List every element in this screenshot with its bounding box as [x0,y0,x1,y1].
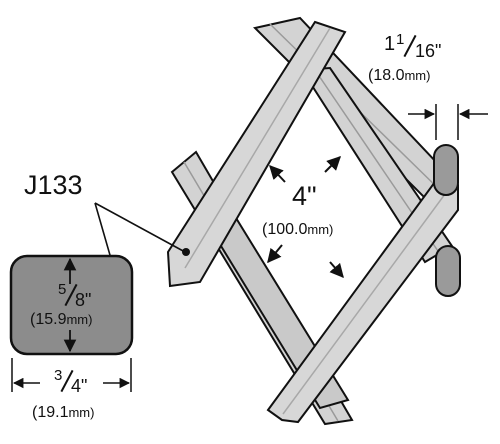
spacing-arrow-lower-left [267,244,283,264]
spacing-arrow-upper-right [324,156,341,173]
front-bar-left [166,20,347,288]
width-mm-label: (19.1mm) [32,404,95,421]
spacing-arrow-upper-left [269,164,286,183]
leader-to-mesh [94,202,186,253]
end-cap-lower [435,245,461,297]
width-fraction: 3 4" [54,367,88,396]
height-fraction: 5 8" [58,281,92,310]
wire-cross-section [9,254,134,356]
front-bar-right [266,173,459,424]
spacing-inch-label: 4" [292,181,317,211]
part-code-label: J133 [24,170,83,200]
leader-dot [182,248,190,256]
thickness-fraction: 1 1 16" [384,31,442,61]
spacing-mm-label: (100.0mm) [262,221,334,238]
thickness-mm-label: (18.0mm) [368,67,431,84]
height-mm-label: (15.9mm) [30,311,93,328]
spacing-arrow-lower-right [329,261,344,279]
end-cap-upper [433,144,459,196]
